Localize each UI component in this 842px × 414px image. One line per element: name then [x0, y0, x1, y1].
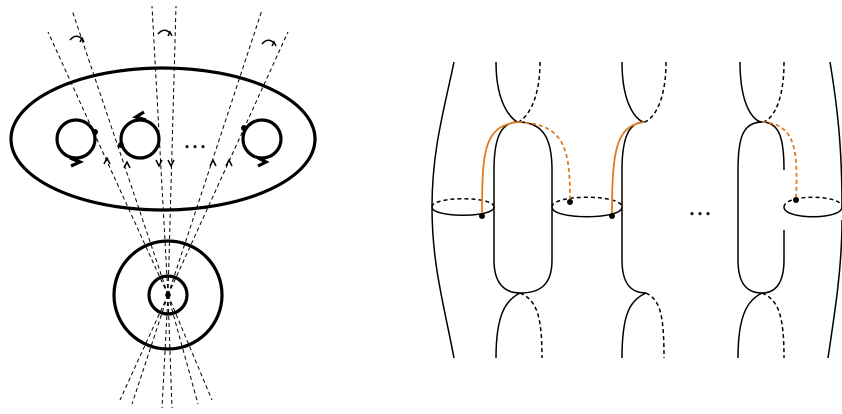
neck-dots [479, 197, 799, 219]
oriented-circle-2 [118, 110, 161, 160]
right-boundary [829, 61, 842, 208]
right-panel: … [431, 61, 842, 359]
dashed-fan [47, 5, 289, 409]
left-boundary [431, 61, 455, 359]
top-cusps [495, 61, 785, 123]
highlight-arcs [481, 121, 798, 217]
dashed-arrowheads [103, 156, 233, 169]
neck-curves [431, 196, 842, 218]
oriented-circle-1 [55, 118, 98, 168]
bottom-cusps [495, 292, 785, 359]
ellipsis-left: … [183, 126, 207, 154]
left-panel: … [9, 5, 317, 409]
tubes [493, 121, 785, 294]
annulus-inner [147, 274, 189, 316]
oriented-circle-3 [241, 118, 283, 168]
annulus-outer [112, 239, 224, 351]
twist-arrows [69, 29, 277, 47]
ellipsis-right: … [688, 193, 712, 221]
